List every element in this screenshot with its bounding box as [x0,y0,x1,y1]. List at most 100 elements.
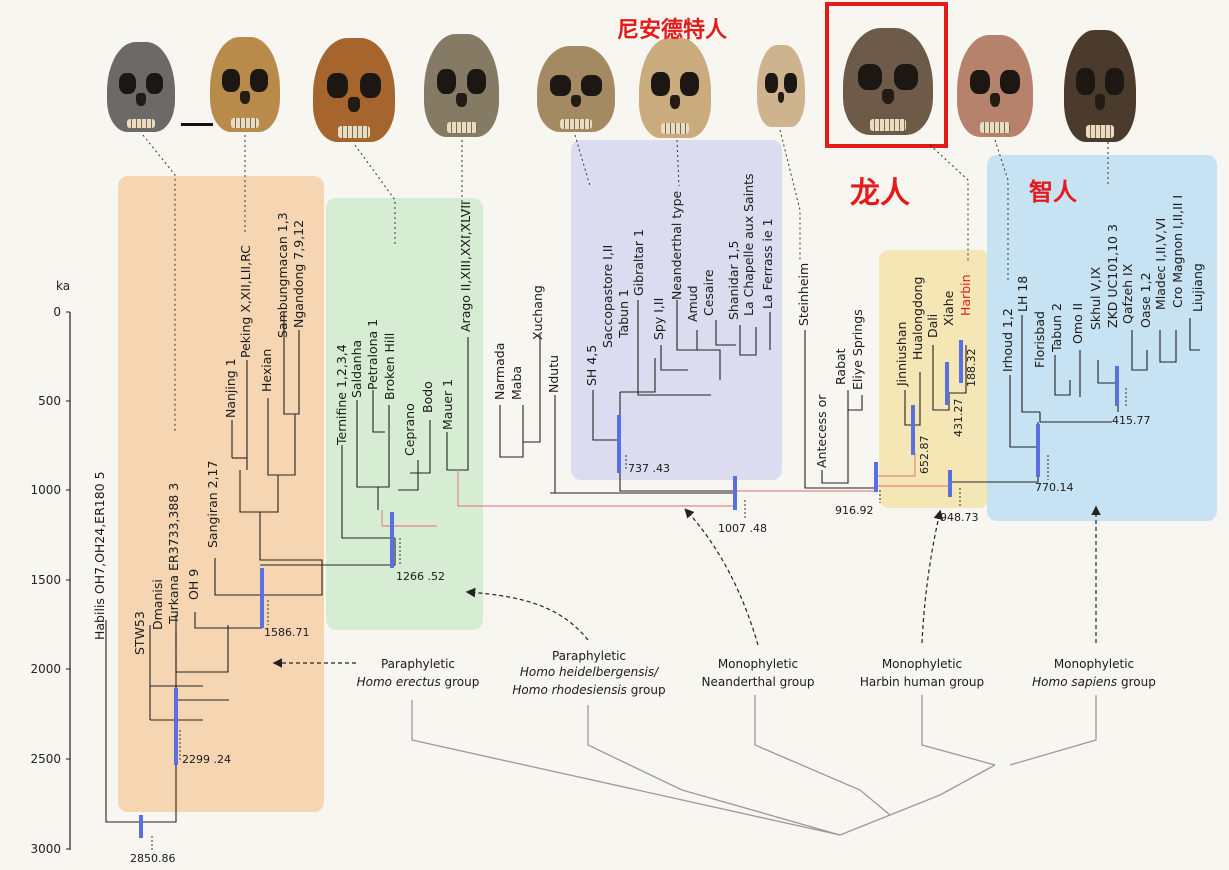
taxon-label: Xiahe [941,290,956,326]
erectus-group-line2: Homo erectus group [357,675,480,689]
node-age-431: 431.27 [952,399,965,438]
node-age-1586: 1586.71 [264,626,310,639]
taxon-label: Qafzeh IX [1120,263,1135,324]
taxon-label: Tabun 2 [1049,303,1064,353]
neand-group-line2: Neanderthal group [702,675,815,689]
taxon-label: Tabun 1 [616,289,631,339]
axis-tick-label: 1000 [30,483,61,497]
node-age-1266: 1266 .52 [396,570,445,583]
taxon-label: Irhoud 1,2 [1000,308,1015,372]
taxon-label: Liujiang [1190,263,1205,312]
taxon-label: Dali [925,314,940,338]
taxon-label: Nanjing 1 [223,358,238,418]
taxon-label: Xuchang [530,285,545,340]
taxon-label: Narmada [492,343,507,400]
skull-image-6 [639,38,711,138]
skull-image-harbin [843,28,933,135]
taxon-label: La Ferrass ie 1 [760,218,775,309]
taxon-label: Peking X,XII,LII,RC [238,245,253,358]
node-age-948: 948.73 [940,511,979,524]
taxon-label: Mladec I,II,V,VI [1153,218,1168,310]
skull-image-3 [313,38,395,142]
sapiens-panel [987,155,1217,521]
taxon-label: STW53 [132,611,147,655]
taxon-label: Cro Magnon I,II,II I [1170,195,1185,308]
taxon-label: Ceprano [402,403,417,456]
node-age-labels: 2850.86 2299 .24 1586.71 1266 .52 1007 .… [130,349,1151,866]
group-arrows [272,505,1101,668]
taxon-label: Cesaire [701,269,716,316]
taxon-label: Spy I,II [651,298,666,340]
skull-image-5 [537,46,615,132]
axis-tick-label: 0 [53,305,61,319]
taxon-label: Sangiran 2,17 [205,461,220,548]
taxon-label: Steinheim [796,263,811,326]
dragon-man-title: 龙人 [850,176,910,211]
skull-image-1 [107,42,175,132]
axis-tick-label: 2000 [30,662,61,676]
taxon-label: La Chapelle aux Saints [741,174,756,317]
heidelbergensis-panel [326,198,483,630]
taxon-label: SH 4,5 [584,345,599,386]
taxon-label: Dmanisi [150,579,165,630]
taxon-label: Hualongdong [910,277,925,360]
scale-bar [181,123,213,126]
taxon-label: Amud [685,285,700,322]
taxon-label: Habilis OH7,OH24,ER180 5 [92,471,107,640]
node-age-2850: 2850.86 [130,852,176,865]
taxon-label: Skhul V,IX [1088,266,1103,330]
group-hierarchy-lines [411,695,1097,836]
taxon-label: Gibraltar 1 [631,229,646,296]
skull-image-10 [1064,30,1136,142]
harbin-highlight-box [825,2,948,148]
taxon-label: Jinniushan [894,322,909,387]
taxon-label: Saldanha [349,340,364,398]
node-age-415: 415.77 [1112,414,1151,427]
taxon-label: Harbin [958,274,973,316]
taxon-label: Ngandong 7,9,12 [291,220,306,328]
taxon-label: Ternifine 1,2,3,4 [334,344,349,446]
taxon-label: Oase 1,2 [1138,272,1153,328]
skull-image-4 [424,34,499,137]
node-age-188: 188.32 [965,349,978,388]
taxon-label: LH 18 [1015,276,1030,312]
neand-group-line1: Monophyletic [718,657,798,671]
tree-branches [105,300,1200,823]
axis-tick-label: 500 [38,394,61,408]
node-age-2299: 2299 .24 [182,753,231,766]
taxon-label: Omo II [1070,303,1085,344]
node-bars [139,340,1119,838]
taxon-label: Antecess or [814,394,829,468]
heid-group-line3: Homo rhodesiensis group [512,683,665,697]
heid-group-line1: Paraphyletic [552,649,626,663]
taxon-label: Hexian [259,349,274,392]
taxon-label: ZKD UC101,10 3 [1105,224,1120,328]
harbin-group-line2: Harbin human group [860,675,984,689]
node-age-1007: 1007 .48 [718,522,767,535]
taxon-label: Shanidar 1,5 [726,241,741,321]
skull-image-7 [757,45,805,127]
taxon-label: OH 9 [186,569,201,600]
harbin-panel [879,250,989,508]
erectus-panel [118,176,324,812]
skull-connectors [142,129,1109,432]
taxon-label: Broken Hill [382,333,397,400]
skull-image-2 [210,37,280,132]
node-age-770: 770.14 [1035,481,1074,494]
taxon-label: Eliye Springs [850,309,865,390]
sapiens-group-line2: Homo sapiens group [1032,675,1156,689]
group-labels: Paraphyletic Homo erectus group Paraphyl… [357,649,1156,697]
taxon-label: Turkana ER3733,388 3 [166,483,181,625]
taxon-label: Maba [509,366,524,400]
node-age-916: 916.92 [835,504,874,517]
taxon-label: Bodo [420,381,435,413]
red-links [381,453,950,527]
heid-group-line2: Homo heidelbergensis/ [520,665,660,679]
skull-image-9 [957,35,1033,137]
axis-tick-label: 2500 [30,752,61,766]
node-age-652: 652.87 [918,436,931,475]
